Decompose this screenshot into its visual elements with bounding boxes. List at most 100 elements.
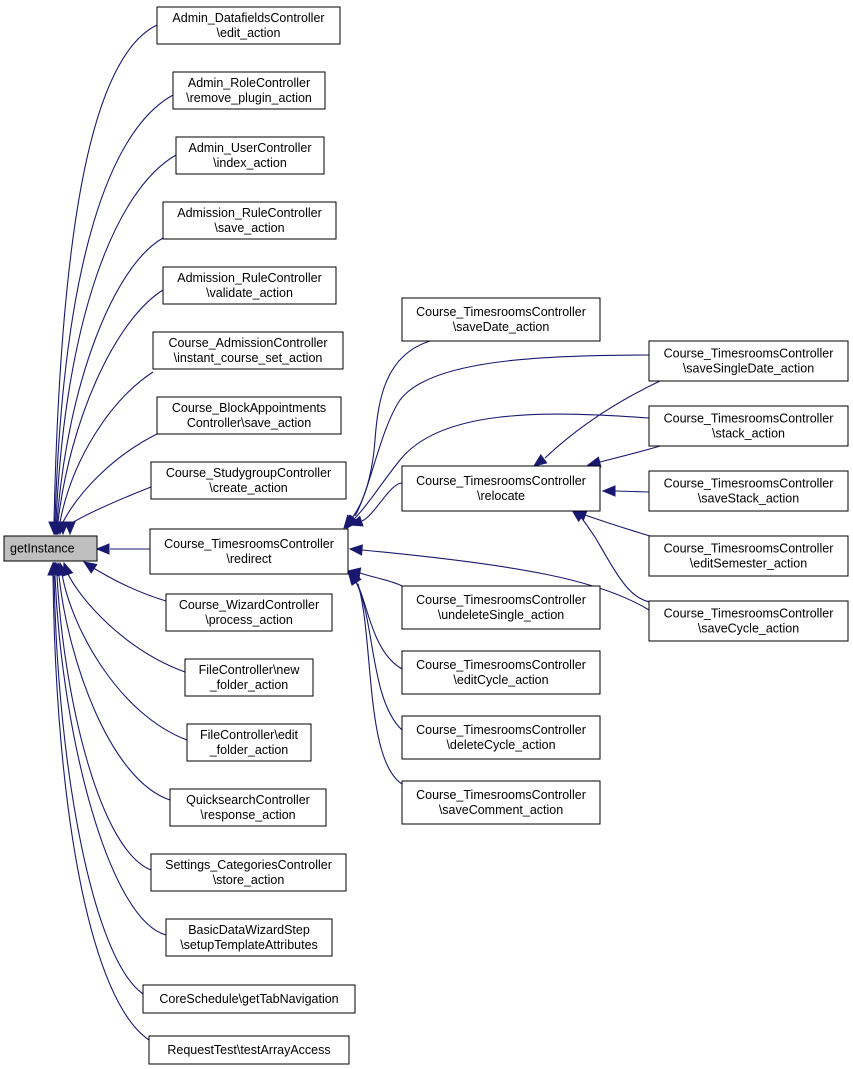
node-n16[interactable]: CoreSchedule\getTabNavigation [142, 984, 356, 1014]
node-box[interactable] [401, 780, 601, 825]
node-box[interactable] [142, 984, 356, 1014]
node-box[interactable] [648, 600, 849, 642]
arrow-head [346, 514, 360, 530]
edge-n17-to-getInstance [47, 561, 150, 1041]
node-saveSingleDate[interactable]: Course_TimesroomsController\saveSingleDa… [648, 340, 849, 382]
edge-n5-to-getInstance [52, 289, 164, 536]
node-box[interactable] [148, 1035, 350, 1065]
node-deleteCycle[interactable]: Course_TimesroomsController\deleteCycle_… [401, 715, 601, 760]
arrow-head [586, 456, 602, 468]
node-label-line: \deleteCycle_action [446, 738, 555, 752]
node-getInstance[interactable]: getInstance [3, 535, 98, 562]
node-box[interactable] [156, 6, 341, 45]
node-n1[interactable]: Admin_DatafieldsController\edit_action [156, 6, 341, 45]
node-box[interactable] [401, 650, 601, 695]
node-n11[interactable]: FileController\new_folder_action [184, 658, 314, 697]
edge-line [599, 445, 661, 463]
node-n8[interactable]: Course_StudygroupController\create_actio… [150, 461, 347, 500]
node-box[interactable] [152, 331, 344, 370]
node-editCycle[interactable]: Course_TimesroomsController\editCycle_ac… [401, 650, 601, 695]
node-n7[interactable]: Course_BlockAppointmentsController\save_… [156, 396, 342, 435]
node-saveStack[interactable]: Course_TimesroomsController\saveStack_ac… [648, 470, 849, 512]
node-label-line: RequestTest\testArrayAccess [167, 1043, 330, 1057]
edge-line [357, 583, 403, 785]
arrow-head [570, 509, 586, 523]
node-saveDate[interactable]: Course_TimesroomsController\saveDate_act… [401, 297, 601, 342]
node-label-line: \editCycle_action [453, 673, 548, 687]
node-box[interactable] [401, 585, 601, 630]
node-box[interactable] [165, 918, 333, 957]
node-label-line: \undeleteSingle_action [438, 608, 565, 622]
node-undeleteSingle[interactable]: Course_TimesroomsController\undeleteSing… [401, 585, 601, 630]
node-n5[interactable]: Admission_RuleController\validate_action [162, 266, 337, 305]
edge-line [89, 565, 167, 602]
node-label-line: \relocate [477, 489, 525, 503]
node-label-line: Admission_RuleController [177, 271, 322, 285]
node-label-line: _folder_action [209, 678, 289, 692]
node-label-line: Admin_UserController [189, 141, 312, 155]
node-box[interactable] [184, 658, 314, 697]
edge-line [58, 575, 171, 801]
node-n12[interactable]: FileController\edit_folder_action [186, 723, 312, 762]
node-n10[interactable]: Course_WizardController\process_action [165, 593, 333, 632]
edge-line [355, 581, 403, 731]
edge-line [614, 490, 650, 493]
edges-layer [47, 24, 661, 1041]
node-editSemester[interactable]: Course_TimesroomsController\editSemester… [648, 535, 849, 577]
node-saveComment[interactable]: Course_TimesroomsController\saveComment_… [401, 780, 601, 825]
node-box[interactable] [175, 136, 325, 175]
node-label-line: \process_action [205, 613, 293, 627]
edge-relocate-to-redirect [348, 482, 403, 527]
node-box[interactable] [150, 853, 347, 892]
node-label-line: \instant_course_set_action [174, 351, 323, 365]
node-label-line: \index_action [213, 156, 287, 170]
node-relocate[interactable]: Course_TimesroomsController\relocate [401, 465, 601, 512]
edge-line [52, 575, 150, 1041]
node-label-line: \response_action [200, 808, 295, 822]
node-n6[interactable]: Course_AdmissionController\instant_cours… [152, 331, 344, 370]
node-n13[interactable]: QuicksearchController\response_action [169, 788, 327, 827]
node-label-line: \editSemester_action [690, 557, 807, 571]
node-box[interactable] [3, 535, 98, 562]
node-redirect[interactable]: Course_TimesroomsController\redirect [149, 528, 349, 575]
node-box[interactable] [162, 266, 337, 305]
edge-line [359, 572, 403, 587]
node-label-line: _folder_action [209, 743, 289, 757]
node-box[interactable] [172, 71, 326, 110]
node-label-line: \remove_plugin_action [186, 91, 312, 105]
edge-line [361, 482, 403, 522]
node-box[interactable] [169, 788, 327, 827]
arrow-head [47, 561, 59, 576]
node-stack[interactable]: Course_TimesroomsController\stack_action [648, 405, 849, 447]
node-label-line: \validate_action [206, 286, 293, 300]
node-label-line: Course_TimesroomsController [664, 347, 834, 361]
node-n3[interactable]: Admin_UserController\index_action [175, 136, 325, 175]
node-box[interactable] [648, 470, 849, 512]
node-box[interactable] [150, 461, 347, 500]
edge-line [56, 237, 164, 523]
node-box[interactable] [165, 593, 333, 632]
node-n17[interactable]: RequestTest\testArrayAccess [148, 1035, 350, 1065]
node-box[interactable] [401, 465, 601, 512]
edge-stack-to-redirect [346, 413, 650, 530]
node-box[interactable] [648, 535, 849, 577]
node-saveCycle[interactable]: Course_TimesroomsController\saveCycle_ac… [648, 600, 849, 642]
node-n15[interactable]: BasicDataWizardStep\setupTemplateAttribu… [165, 918, 333, 957]
node-box[interactable] [162, 201, 337, 240]
node-n14[interactable]: Settings_CategoriesController\store_acti… [150, 853, 347, 892]
node-box[interactable] [401, 297, 601, 342]
node-box[interactable] [156, 396, 342, 435]
node-label-line: \saveComment_action [439, 803, 563, 817]
node-box[interactable] [186, 723, 312, 762]
edge-n8-to-getInstance [64, 486, 152, 536]
node-label-line: Settings_CategoriesController [165, 858, 332, 872]
node-box[interactable] [648, 340, 849, 382]
node-n4[interactable]: Admission_RuleController\save_action [162, 201, 337, 240]
node-label-line: QuicksearchController [186, 793, 310, 807]
node-box[interactable] [401, 715, 601, 760]
node-box[interactable] [149, 528, 349, 575]
node-n2[interactable]: Admin_RoleController\remove_plugin_actio… [172, 71, 326, 110]
edge-saveCycle-to-relocate [570, 509, 656, 604]
node-box[interactable] [648, 405, 849, 447]
